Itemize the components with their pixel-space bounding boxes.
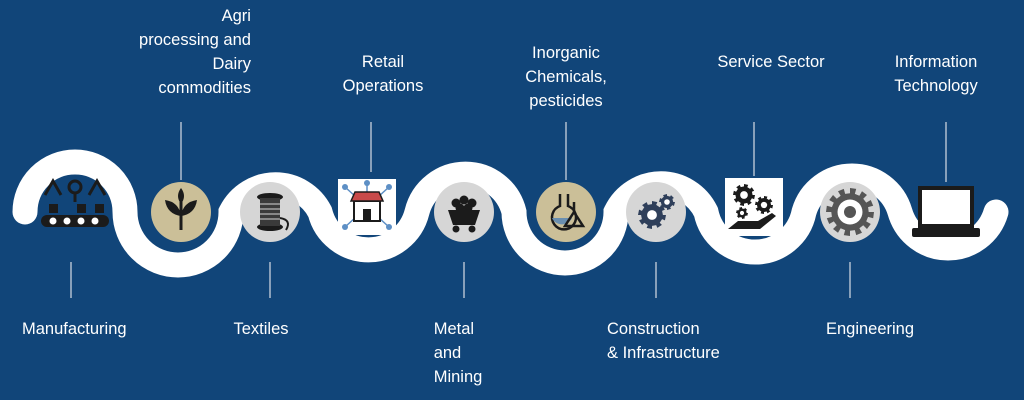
- label-agri-processing: Agri processing and Dairy commodities: [139, 7, 251, 97]
- wave-ribbon: [12, 149, 1009, 278]
- storefront-network-icon: [338, 179, 396, 235]
- label-information-technology: Information Technology: [894, 53, 978, 95]
- gears-icon: [626, 182, 686, 242]
- lab-flasks-icon: [536, 182, 596, 242]
- hand-gears-icon: [725, 178, 783, 236]
- conveyor-belt-icon: [41, 177, 109, 227]
- sprout-icon: [151, 182, 211, 242]
- connector-lines: [70, 122, 947, 298]
- label-construction: Construction & Infrastructure: [607, 320, 720, 362]
- label-service-sector: Service Sector: [717, 53, 825, 71]
- label-engineering: Engineering: [825, 320, 915, 338]
- label-textiles: Textiles: [233, 320, 289, 338]
- laptop-icon: [912, 186, 980, 237]
- label-metal-mining: Metal and Mining: [433, 320, 483, 386]
- label-manufacturing: Manufacturing: [22, 320, 127, 338]
- thread-spool-icon: [240, 182, 300, 242]
- mine-cart-icon: [434, 182, 494, 242]
- wave-path: [12, 149, 1009, 278]
- label-retail-operations: Retail Operations: [342, 53, 424, 95]
- label-inorganic-chemicals: Inorganic Chemicals, pesticides: [525, 44, 607, 110]
- cog-icon: [820, 182, 880, 242]
- stage-icons: [41, 177, 980, 242]
